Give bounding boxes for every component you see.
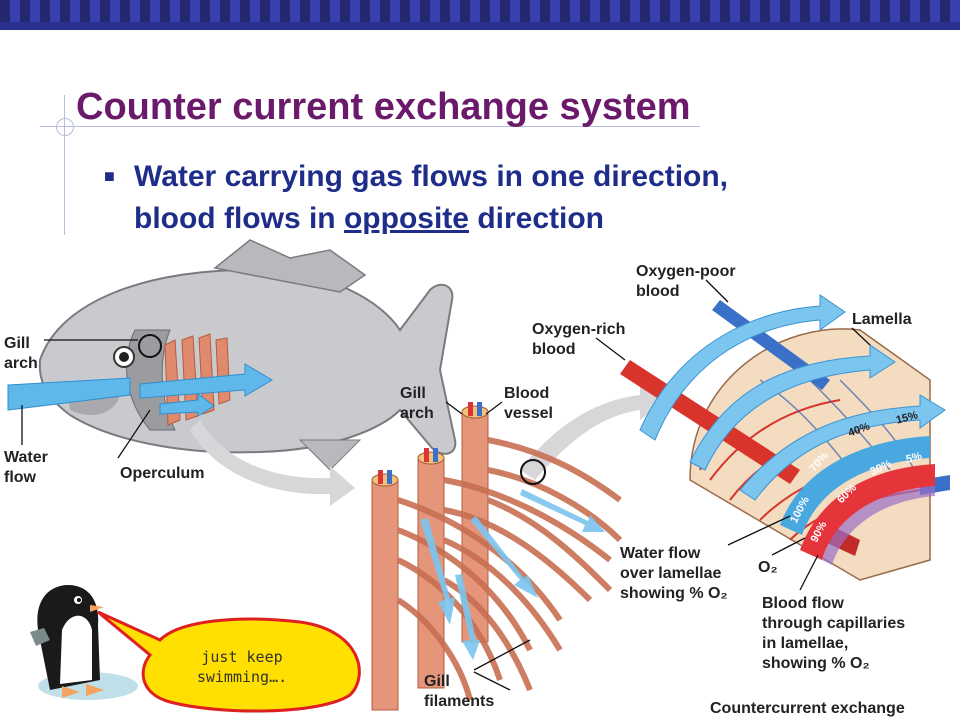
top-bar-pattern xyxy=(0,0,960,22)
lamellae-illustration xyxy=(620,294,950,581)
gill-filaments-illustration xyxy=(371,402,623,711)
label-gill-arch-2: Gill arch xyxy=(400,385,434,422)
blood-percent-band xyxy=(800,464,935,560)
label-water-flow: Water flow xyxy=(4,449,48,486)
decor-circle xyxy=(56,118,74,136)
speech-bubble-shape xyxy=(97,610,361,713)
bullet-line-2: blood flows in opposite direction xyxy=(134,202,604,235)
label-oxygen-poor: Oxygen-poor blood xyxy=(636,263,736,300)
label-blood-vessel: Blood vessel xyxy=(504,385,553,422)
bullet-text: Water carrying gas flows in one directio… xyxy=(134,156,934,240)
label-operculum: Operculum xyxy=(120,465,205,482)
grey-arrow-2 xyxy=(520,383,665,480)
label-blood-flow: Blood flow through capillaries in lamell… xyxy=(762,595,906,672)
top-bar xyxy=(0,0,960,30)
label-gill-arch-1: Gill arch xyxy=(4,335,38,372)
caption-countercurrent: Countercurrent exchange xyxy=(710,700,905,717)
label-water-flow-lamellae: Water flow over lamellae showing % O₂ xyxy=(620,545,728,602)
bullet-marker: ■ xyxy=(104,166,115,186)
emphasis-opposite: opposite xyxy=(343,202,469,235)
label-o2: O₂ xyxy=(758,559,778,576)
water-percent-band xyxy=(780,436,930,535)
label-lamella: Lamella xyxy=(852,311,912,328)
grey-arrow-1 xyxy=(190,420,355,506)
penguin-illustration xyxy=(30,585,138,700)
speech-bubble-text: just keep swimming…. xyxy=(196,648,288,686)
decor-line-vertical xyxy=(64,95,65,235)
decor-line-horizontal xyxy=(40,126,700,127)
label-gill-filaments: Gill filaments xyxy=(424,673,495,710)
leader-lines xyxy=(21,279,871,691)
label-oxygen-rich: Oxygen-rich blood xyxy=(532,321,626,358)
slide-title: Counter current exchange system xyxy=(76,86,691,128)
water-flow-arrows xyxy=(7,363,273,417)
fish-illustration xyxy=(38,239,457,471)
bullet-line-1: Water carrying gas flows in one directio… xyxy=(134,160,729,193)
